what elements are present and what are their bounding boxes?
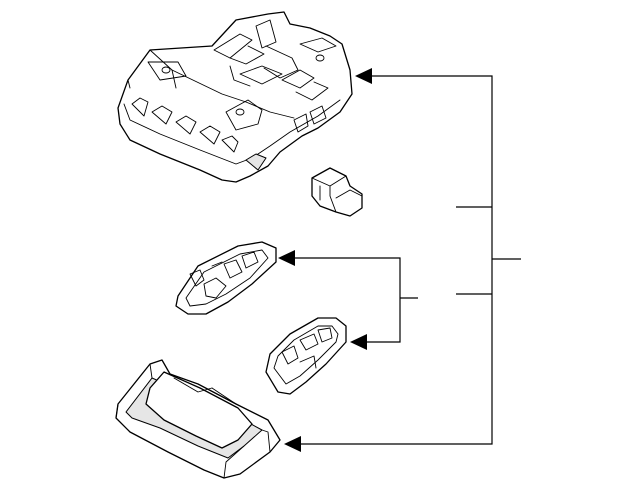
console-housing	[117, 11, 353, 183]
arrow-to-bin	[284, 436, 301, 452]
leader-lines	[292, 75, 521, 445]
arrow-to-lens-right	[350, 334, 367, 350]
arrow-to-housing	[355, 68, 372, 84]
arrowheads	[278, 68, 372, 452]
arrow-to-lens-left	[278, 250, 295, 266]
switch-connector	[311, 167, 363, 217]
sunglass-holder-bin	[115, 359, 281, 479]
map-lamp-lens-left	[175, 241, 277, 315]
map-lamp-lens-right	[265, 317, 347, 395]
